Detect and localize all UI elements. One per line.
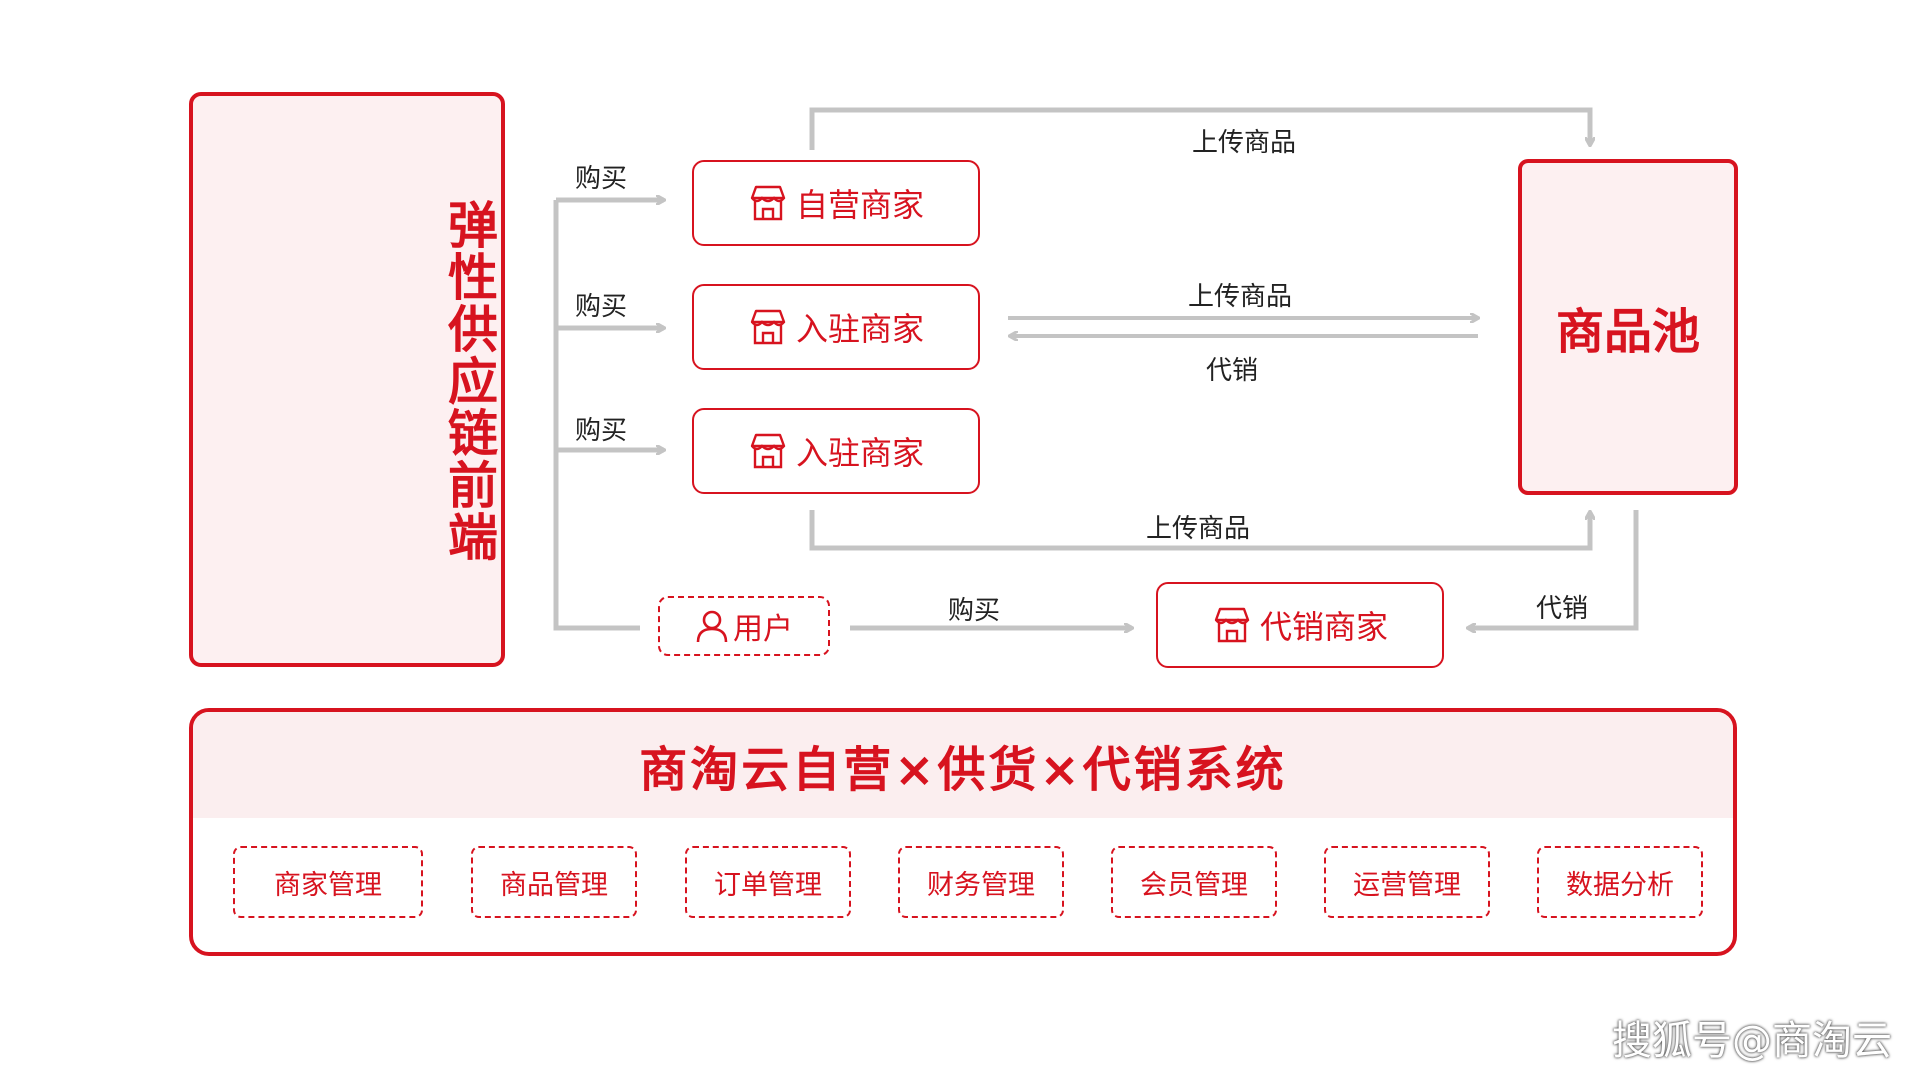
user-buy-label: 购买 xyxy=(948,596,1001,626)
upload-top-line xyxy=(809,107,1590,150)
consignment-merchant: 代销商家 xyxy=(1156,582,1444,668)
user-icon xyxy=(696,610,728,643)
module-operations-management: 运营管理 xyxy=(1324,846,1490,918)
consign-bottom-label: 代销 xyxy=(1536,594,1589,624)
upload-bottom-line xyxy=(809,510,1590,551)
upload-bottom-label: 上传商品 xyxy=(1146,514,1251,544)
merchant-label: 自营商家 xyxy=(795,186,924,224)
merchant-label: 入驻商家 xyxy=(795,310,924,348)
settled-merchant-1: 入驻商家 xyxy=(692,284,980,370)
trunk-line xyxy=(553,200,640,631)
module-merchant-management: 商家管理 xyxy=(233,846,423,918)
upload-top-label: 上传商品 xyxy=(1192,128,1297,158)
store-icon xyxy=(1214,607,1250,643)
module-member-management: 会员管理 xyxy=(1111,846,1277,918)
store-icon xyxy=(750,433,786,469)
watermark: 搜狐号@商淘云 xyxy=(1612,1018,1892,1064)
settled-merchant-2: 入驻商家 xyxy=(692,408,980,494)
module-list: 商家管理 商品管理 订单管理 财务管理 会员管理 运营管理 数据分析 xyxy=(193,846,1733,918)
upload-mid-label: 上传商品 xyxy=(1188,282,1293,312)
user-node: 用户 xyxy=(658,596,830,656)
module-finance-management: 财务管理 xyxy=(898,846,1064,918)
buy-label-3: 购买 xyxy=(575,416,628,446)
module-data-analysis: 数据分析 xyxy=(1537,846,1703,918)
system-panel: 商淘云自营×供货×代销系统 商家管理 商品管理 订单管理 财务管理 会员管理 运… xyxy=(189,708,1737,956)
product-pool-label: 商品池 xyxy=(1555,304,1700,360)
system-title: 商淘云自营×供货×代销系统 xyxy=(193,712,1733,818)
buy-label-2: 购买 xyxy=(575,292,628,322)
merchant-label: 入驻商家 xyxy=(795,434,924,472)
user-label: 用户 xyxy=(733,612,793,647)
elastic-supply-chain-panel: 弹性供应链前端 xyxy=(189,92,505,667)
left-panel-title: 弹性供应链前端 xyxy=(440,199,498,563)
module-order-management: 订单管理 xyxy=(685,846,851,918)
store-icon xyxy=(750,185,786,221)
self-operated-merchant: 自营商家 xyxy=(692,160,980,246)
consign-bottom-line xyxy=(1468,510,1639,628)
merchant-label: 代销商家 xyxy=(1259,608,1388,646)
buy-label-1: 购买 xyxy=(575,164,628,194)
product-pool: 商品池 xyxy=(1518,159,1738,495)
store-icon xyxy=(750,309,786,345)
consign-mid-label: 代销 xyxy=(1206,356,1259,386)
module-product-management: 商品管理 xyxy=(471,846,637,918)
